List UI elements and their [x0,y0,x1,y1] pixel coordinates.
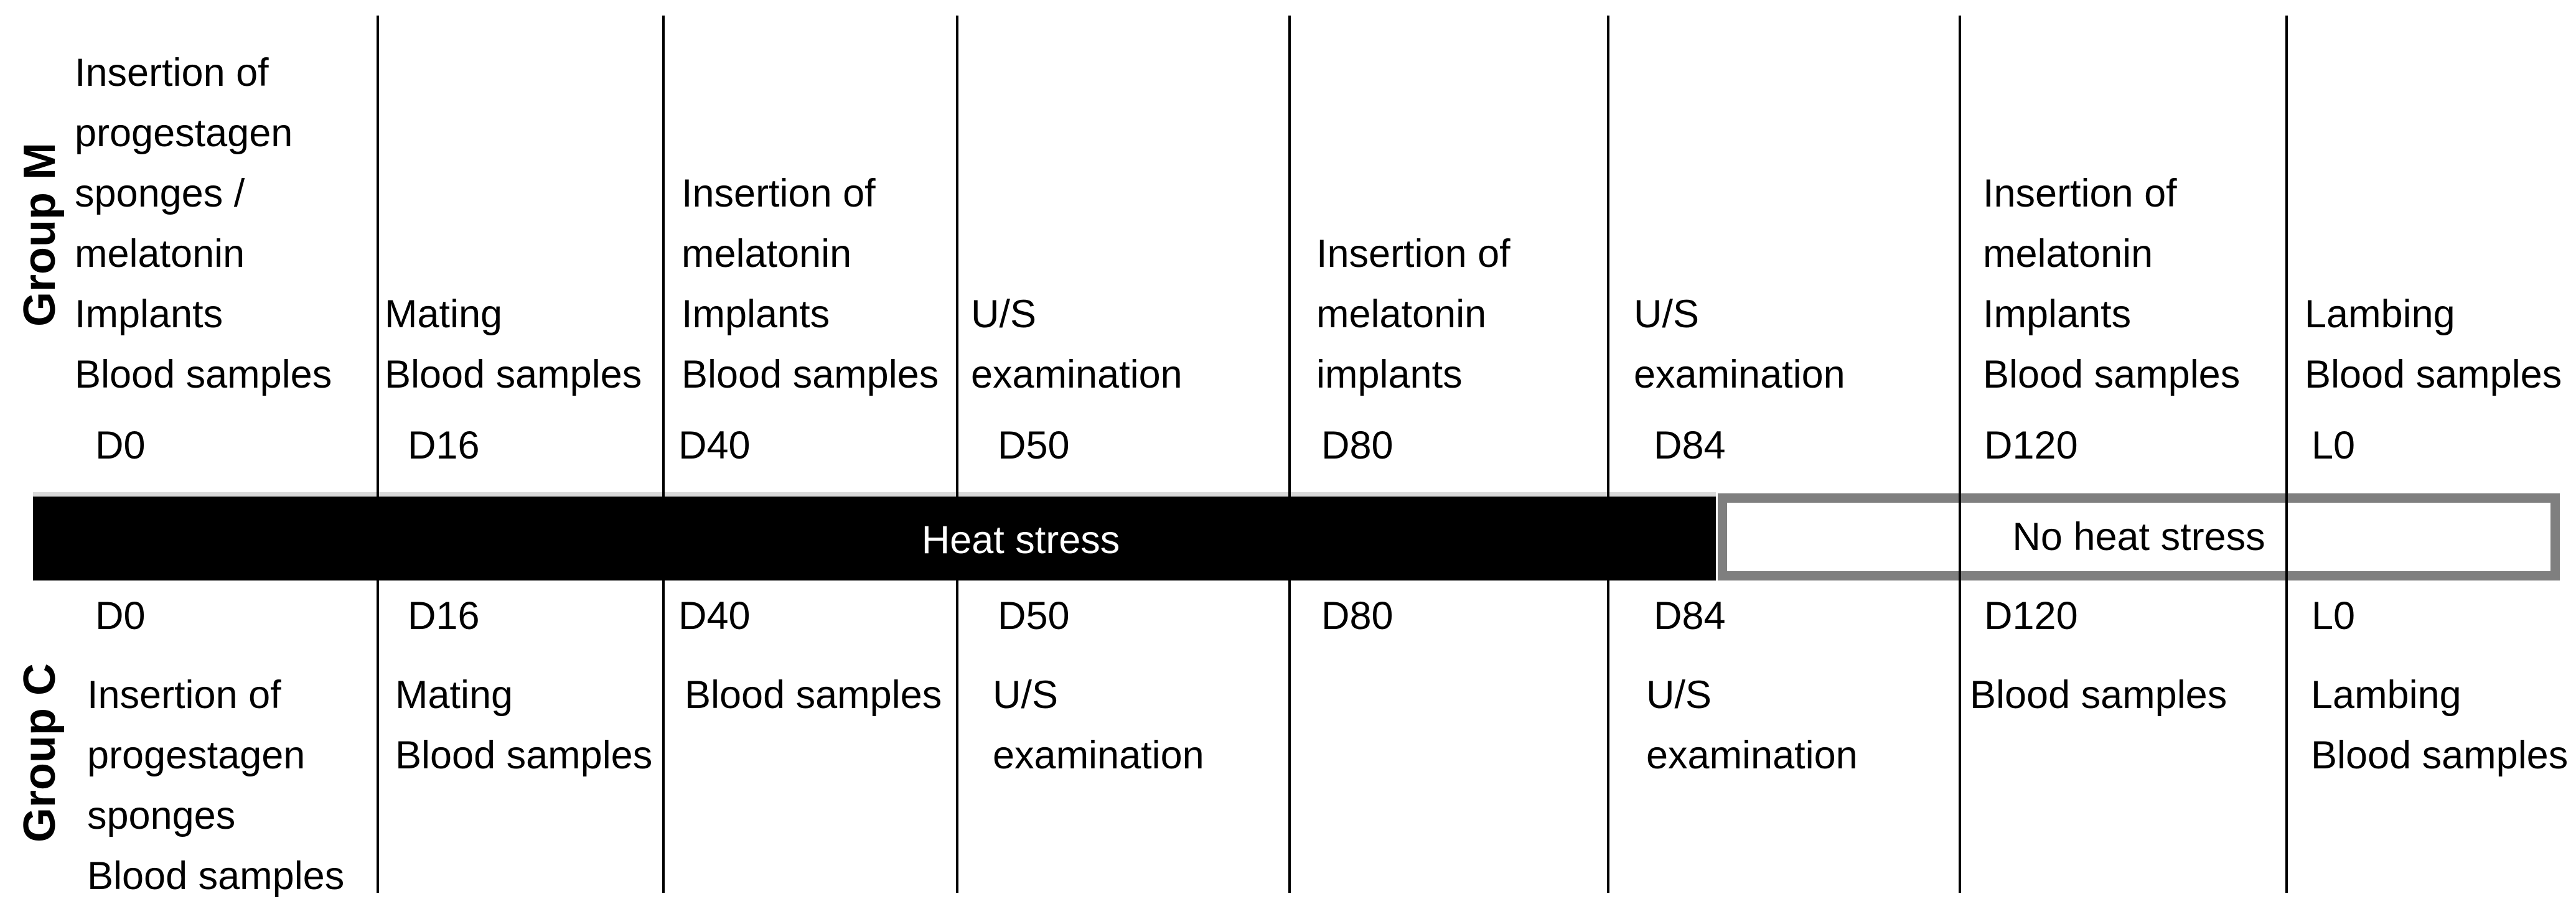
column-divider-d16 [377,16,379,893]
group-c-activity-d0: Insertion of progestagen sponges Blood s… [87,673,345,898]
group-c-day-l0: L0 [2311,594,2356,638]
group-c-activity-d16: Mating Blood samples [395,673,653,777]
group-m-activity-d16: Mating Blood samples [385,292,642,396]
no-heat-stress-label: No heat stress [2012,515,2265,559]
group-m-activity-d80: Insertion of melatonin implants [1316,232,1510,396]
group-c-day-d84: D84 [1654,594,1726,638]
group-c-day-d80: D80 [1321,594,1393,638]
group-c-activity-d120: Blood samples [1970,673,2227,717]
group-m-label: Group M [15,142,65,327]
group-c-activity-d84: U/S examination [1646,673,1858,777]
column-divider-d40 [662,16,665,893]
group-m-day-d40: D40 [678,424,751,467]
heat-stress-bar [33,496,1716,580]
column-divider-d50 [956,16,958,893]
group-c-activity-d50: U/S examination [993,673,1204,777]
group-c-day-d40: D40 [678,594,751,638]
group-c-activity-d40: Blood samples [685,673,942,717]
group-m-day-d16: D16 [408,424,480,467]
column-divider-d80 [1288,16,1291,893]
group-c-day-d120: D120 [1984,594,2078,638]
group-m-day-d84: D84 [1654,424,1726,467]
group-m-activity-l0: Lambing Blood samples [2305,292,2562,396]
group-m-activity-d84: U/S examination [1634,292,1845,396]
group-m-day-d50: D50 [998,424,1070,467]
group-m-day-d80: D80 [1321,424,1393,467]
heat-stress-label: Heat stress [921,518,1120,562]
group-c-day-d0: D0 [95,594,146,638]
group-c-day-d50: D50 [998,594,1070,638]
group-c-day-d16: D16 [408,594,480,638]
column-divider-l0 [2285,16,2288,893]
no-heat-stress-bar: No heat stress [1718,493,2560,580]
column-divider-d120 [1959,16,1961,893]
group-m-day-l0: L0 [2311,424,2356,467]
heat-bar-top-shadow [33,492,1716,496]
group-m-activity-d120: Insertion of melatonin Implants Blood sa… [1983,172,2241,396]
group-m-day-d120: D120 [1984,424,2078,467]
group-m-day-d0: D0 [95,424,146,467]
group-c-label: Group C [15,663,65,842]
group-m-activity-d0: Insertion of progestagen sponges / melat… [75,51,332,396]
group-m-activity-d50: U/S examination [971,292,1183,396]
group-m-activity-d40: Insertion of melatonin Implants Blood sa… [681,172,939,396]
group-c-activity-l0: Lambing Blood samples [2311,673,2569,777]
column-divider-d84 [1607,16,1609,893]
